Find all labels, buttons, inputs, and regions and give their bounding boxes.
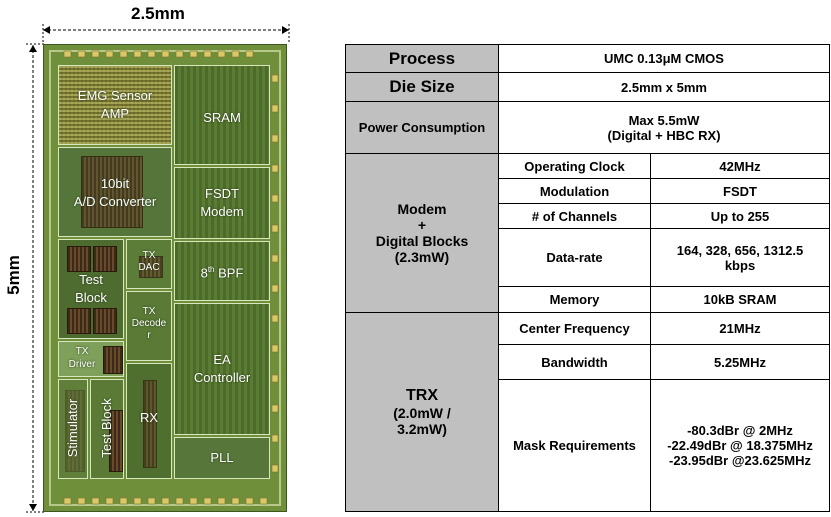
rx-label: RX [139, 410, 159, 425]
datarate-label: Data-rate [498, 228, 651, 287]
modem-group-line1: Modem [397, 201, 447, 217]
txdec-label-3: r [147, 330, 151, 341]
modem-group-line2: + [417, 217, 427, 233]
table-row: # of Channels Up to 255 [346, 203, 831, 229]
fsdt-label-2: Modem [200, 204, 244, 219]
test-block-vertical: Test Block [90, 379, 124, 479]
testblock-v-label: Test Block [99, 398, 114, 458]
modem-group-label: Modem + Digital Blocks (2.3mW) [345, 153, 499, 313]
channels-label: # of Channels [498, 203, 651, 229]
fsdt-modem-block: FSDT Modem [174, 167, 270, 239]
datarate-value-line1: 164, 328, 656, 1312.5 [676, 242, 804, 258]
tx-decoder-block: TX Decode r [126, 291, 172, 361]
bpf-label-rest: BPF [214, 265, 244, 281]
diesize-label: Die Size [345, 72, 499, 102]
tx-driver-block: TX Driver [58, 341, 124, 377]
die-photo: EMG Sensor AMP SRAM 10bit A/D Converter … [43, 44, 287, 512]
pll-block: PLL [174, 437, 270, 479]
width-dimension-arrow [42, 24, 290, 44]
sram-label: SRAM [203, 110, 241, 125]
operating-clock-label: Operating Clock [498, 153, 651, 179]
table-row: Power Consumption Max 5.5mW (Digital + H… [345, 101, 831, 154]
memory-label: Memory [498, 286, 651, 313]
trx-group-line1: TRX [406, 387, 438, 404]
modem-group-line4: (2.3mW) [394, 249, 450, 265]
operating-clock-value: 42MHz [649, 153, 831, 179]
txdrv-label-2: Driver [68, 359, 96, 370]
txdec-label-1: TX [142, 306, 156, 317]
emg-sensor-amp-block: EMG Sensor AMP [58, 65, 172, 145]
datarate-value: 164, 328, 656, 1312.5 kbps [649, 228, 831, 287]
die-height-label: 5mm [3, 255, 23, 295]
emg-label-2: AMP [100, 106, 130, 121]
power-value-line1: Max 5.5mW [628, 112, 700, 128]
power-value: Max 5.5mW (Digital + HBC RX) [497, 101, 831, 154]
table-row: Process UMC 0.13μM CMOS [345, 44, 831, 73]
trx-group-label: TRX (2.0mW / 3.2mW) [345, 312, 499, 512]
mask-value-line2: -22.49dBr @ 18.375MHz [667, 438, 813, 453]
table-row: Memory 10kB SRAM [346, 286, 831, 313]
trx-group-line2: (2.0mW / [393, 405, 451, 421]
modem-group-line3: Digital Blocks [375, 233, 469, 249]
adc-label-2: A/D Converter [73, 194, 157, 209]
adc-block: 10bit A/D Converter [58, 147, 172, 237]
mask-requirements-label: Mask Requirements [498, 379, 651, 512]
bandwidth-value: 5.25MHz [649, 344, 831, 380]
die-width-label: 2.5mm [131, 4, 185, 23]
power-value-line2: (Digital + HBC RX) [607, 127, 721, 143]
ea-controller-block: EA Controller [174, 303, 270, 435]
center-frequency-value: 21MHz [649, 312, 831, 345]
txdrv-label-1: TX [75, 346, 89, 357]
table-row: Data-rate 164, 328, 656, 1312.5 kbps [346, 228, 831, 287]
bpf-label-sup: th [207, 265, 215, 274]
rx-block: RX [126, 363, 172, 479]
table-row: Die Size 2.5mm x 5mm [345, 72, 831, 102]
table-row: Modem + Digital Blocks (2.3mW) Operating… [345, 153, 831, 313]
process-value: UMC 0.13μM CMOS [497, 44, 831, 73]
table-row: Mask Requirements -80.3dBr @ 2MHz -22.49… [346, 379, 831, 512]
table-row: Bandwidth 5.25MHz [346, 344, 831, 380]
stimulator-block: Stimulator [58, 379, 88, 479]
emg-label-1: EMG Sensor [77, 88, 153, 103]
pll-label: PLL [210, 450, 234, 465]
test-label-1: Test [79, 272, 103, 287]
memory-value: 10kB SRAM [649, 286, 831, 313]
txdac-label-1: TX [142, 250, 156, 261]
spec-table: Process UMC 0.13μM CMOS Die Size 2.5mm x… [345, 44, 831, 512]
bpf-label: 8th BPF [175, 262, 269, 281]
bpf-block: 8th BPF [174, 241, 270, 301]
tx-dac-block: TX DAC [126, 239, 172, 289]
modulation-value: FSDT [649, 178, 831, 204]
fsdt-label-1: FSDT [205, 186, 239, 201]
ea-label-2: Controller [193, 370, 251, 385]
bpf-label-number: 8 [200, 265, 208, 281]
diesize-value: 2.5mm x 5mm [497, 72, 831, 102]
table-row: Modulation FSDT [346, 178, 831, 204]
adc-label-1: 10bit [100, 176, 130, 191]
modulation-label: Modulation [498, 178, 651, 204]
bandwidth-label: Bandwidth [498, 344, 651, 380]
mask-value-line3: -23.95dBr @23.625MHz [668, 453, 812, 468]
process-label: Process [345, 44, 499, 73]
stimulator-label: Stimulator [65, 398, 80, 458]
datarate-value-line2: kbps [724, 257, 756, 273]
table-row: TRX (2.0mW / 3.2mW) Center Frequency 21M… [345, 312, 831, 512]
height-dimension-arrow [26, 43, 44, 513]
power-label: Power Consumption [345, 101, 499, 154]
pad-ring [49, 50, 281, 506]
channels-value: Up to 255 [649, 203, 831, 229]
mask-value-line1: -80.3dBr @ 2MHz [687, 423, 793, 438]
die-micrograph-area: 2.5mm 5mm [0, 0, 300, 517]
txdac-label-2: DAC [138, 262, 160, 273]
mask-requirements-value: -80.3dBr @ 2MHz -22.49dBr @ 18.375MHz -2… [649, 379, 831, 512]
ea-label-1: EA [213, 352, 231, 367]
test-block: Test Block [58, 239, 124, 339]
txdec-label-2: Decode [131, 318, 167, 329]
center-frequency-label: Center Frequency [498, 312, 651, 345]
trx-group-line3: 3.2mW) [397, 421, 447, 437]
sram-block: SRAM [174, 65, 270, 165]
test-label-2: Block [75, 290, 107, 305]
